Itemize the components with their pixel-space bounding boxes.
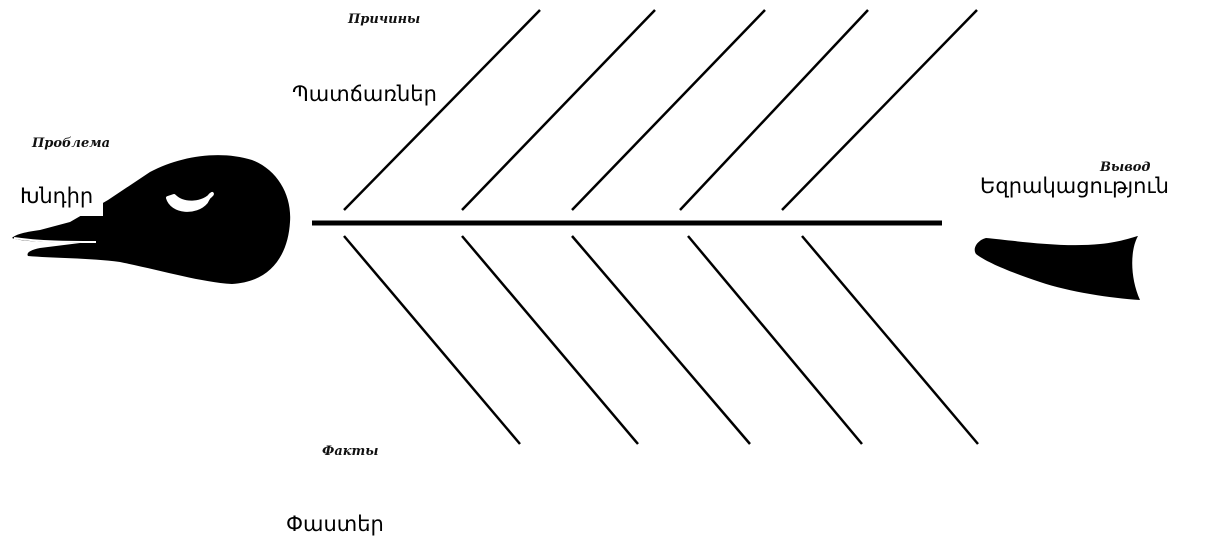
lower-bone	[572, 236, 750, 444]
tail-armenian-label: Եզրակացություն	[980, 174, 1169, 198]
top-russian-label: Причины	[348, 12, 420, 27]
upper-bone	[344, 10, 540, 210]
fish-head-shape	[12, 155, 290, 284]
lower-bone	[344, 236, 520, 444]
lower-bone	[688, 236, 862, 444]
upper-bone	[572, 10, 765, 210]
head-russian-label: Проблема	[32, 136, 110, 151]
head-armenian-label: Խնդիր	[10, 180, 103, 216]
bottom-russian-label: Факты	[322, 444, 379, 459]
lower-bone	[802, 236, 978, 444]
lower-bone	[462, 236, 638, 444]
fish-head	[12, 155, 290, 284]
upper-bone	[782, 10, 977, 210]
upper-bone	[462, 10, 655, 210]
upper-bones	[344, 10, 977, 210]
lower-bones	[344, 236, 978, 444]
upper-bone	[680, 10, 868, 210]
tail-russian-label: Вывод	[1100, 160, 1150, 175]
top-armenian-label: Պատճառներ	[292, 82, 437, 106]
bottom-armenian-label: Փաստեր	[286, 512, 384, 536]
fish-tail	[975, 236, 1140, 300]
